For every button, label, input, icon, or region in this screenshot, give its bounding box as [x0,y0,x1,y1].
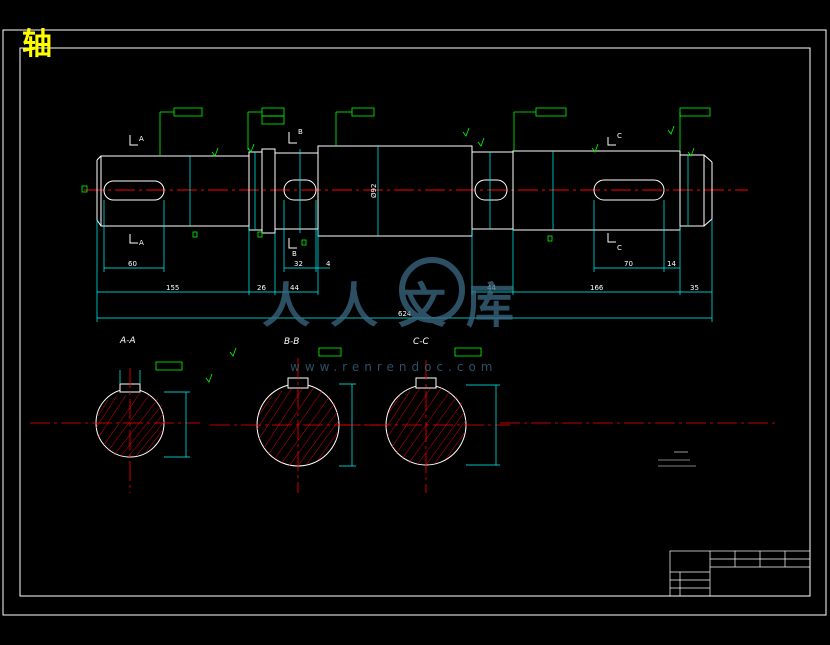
watermark-url: www.renrendoc.com [290,360,497,374]
dim-len-44-mid: 44 [290,284,299,292]
technical-notes [658,451,696,467]
dim-len-155: 155 [166,284,179,292]
section-markers [129,132,616,249]
section-cc-label: C-C [413,337,430,347]
dim-len-44-right: 44 [487,284,496,292]
dimension-lines [96,146,713,322]
title-block [669,550,811,597]
dim-len-35: 35 [690,284,699,292]
dim-len-4: 4 [326,260,331,268]
section-marker-b-bottom: B [292,250,297,258]
section-marker-c-top: C [617,132,622,140]
tolerance-frames [155,107,711,371]
section-marker-a-bottom: A [139,239,144,247]
section-aa-label: A-A [119,336,136,346]
section-marker-b-top: B [298,128,303,136]
shaft-outline [96,145,713,237]
section-marker-a-top: A [139,135,144,143]
dim-total-len: 624 [398,310,412,318]
title-char: 轴 [22,27,52,62]
dim-len-26: 26 [257,284,266,292]
watermark: 人人文库 www.renrendoc.com [262,257,534,374]
dim-key-len-right: 70 [624,260,633,268]
dim-len-32: 32 [294,260,303,268]
watermark-cn: 人人文库 [262,278,534,334]
dim-key-len-left: 60 [128,260,137,268]
inner-frame [19,47,811,597]
dim-dia-92: Ø92 [370,184,378,198]
dim-len-14: 14 [667,260,676,268]
section-marker-c-bottom: C [617,244,622,252]
section-aa: A-A [30,336,200,493]
section-bb-label: B-B [284,337,299,347]
dim-len-166: 166 [590,284,604,292]
surface-finish-marks [81,125,695,383]
outer-frame [2,29,827,616]
section-cc: C-C [340,337,510,493]
